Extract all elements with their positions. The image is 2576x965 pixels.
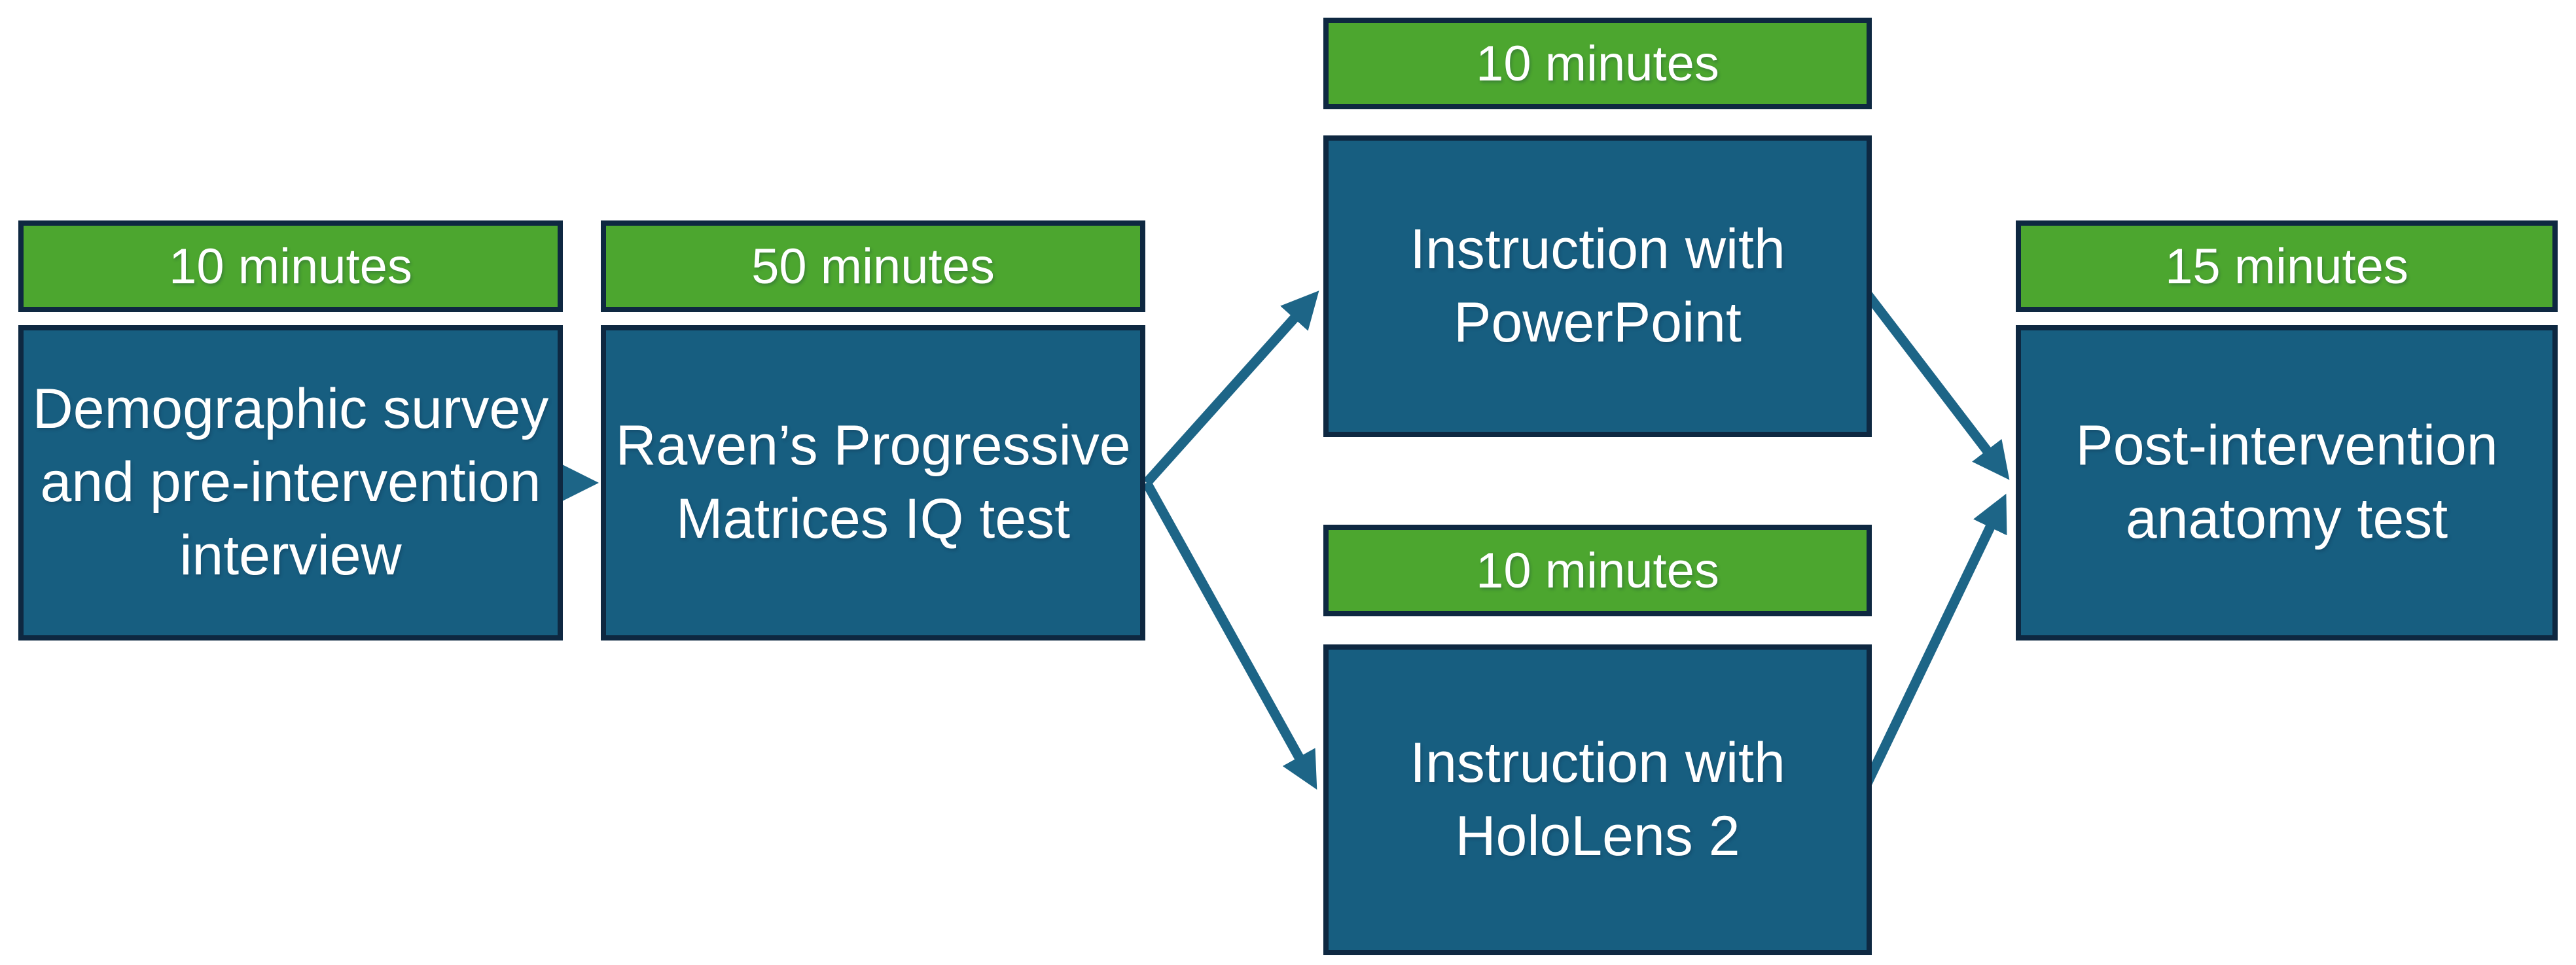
duration-badge-raven: 50 minutes: [601, 220, 1145, 312]
step-box-label: Instruction with HoloLens 2: [1410, 731, 1785, 868]
step-box-raven-iq-test: Raven’s Progressive Matrices IQ test: [601, 325, 1145, 640]
arrow-hololens-to-posttest: [1858, 493, 2007, 796]
duration-badge-label: 10 minutes: [1476, 542, 1719, 599]
step-box-label: Raven’s Progressive Matrices IQ test: [615, 414, 1131, 550]
duration-badge-posttest: 15 minutes: [2016, 220, 2558, 312]
duration-badge-label: 10 minutes: [169, 238, 412, 294]
step-box-instruction-powerpoint: Instruction with PowerPoint: [1323, 135, 1872, 437]
duration-badge-label: 10 minutes: [1476, 35, 1719, 92]
step-box-label: Demographic survey and pre-intervention …: [32, 377, 549, 587]
duration-badge-powerpoint: 10 minutes: [1323, 18, 1872, 109]
step-box-label: Instruction with PowerPoint: [1410, 217, 1785, 354]
arrow-raven-to-powerpoint: [1143, 290, 1319, 487]
arrow-raven-to-hololens: [1142, 480, 1317, 790]
duration-badge-label: 15 minutes: [2165, 238, 2408, 294]
step-box-instruction-hololens: Instruction with HoloLens 2: [1323, 644, 1872, 955]
duration-badge-label: 50 minutes: [751, 238, 995, 294]
duration-badge-demographic: 10 minutes: [18, 220, 563, 312]
arrow-powerpoint-to-posttest: [1859, 285, 2010, 480]
step-box-demographic-survey: Demographic survey and pre-intervention …: [18, 325, 563, 640]
duration-badge-hololens: 10 minutes: [1323, 525, 1872, 616]
step-box-post-intervention-test: Post-intervention anatomy test: [2016, 325, 2558, 640]
step-box-label: Post-intervention anatomy test: [2075, 414, 2498, 550]
